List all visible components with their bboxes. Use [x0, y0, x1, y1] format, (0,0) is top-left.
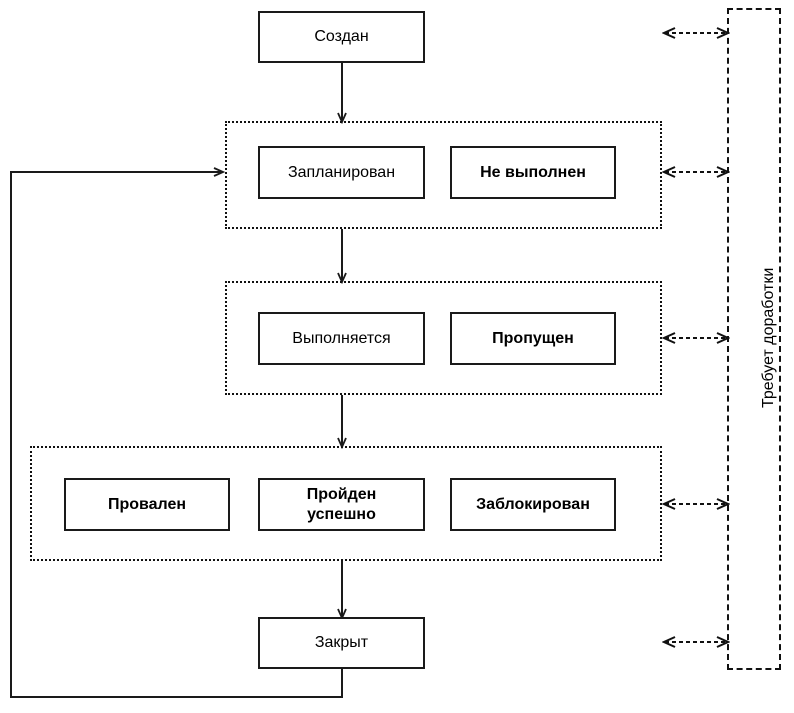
- group-in-progress: [225, 281, 662, 395]
- node-blocked-label: Заблокирован: [476, 495, 590, 513]
- node-passed[interactable]: Пройден успешно: [258, 478, 425, 531]
- node-closed-label: Закрыт: [314, 634, 369, 652]
- group-planned: [225, 121, 662, 229]
- node-blocked[interactable]: Заблокирован: [450, 478, 616, 531]
- node-passed-label-line1: Пройден: [306, 485, 377, 503]
- node-passed-label-line2: успешно: [307, 505, 376, 523]
- node-planned[interactable]: Запланирован: [258, 146, 425, 199]
- node-created[interactable]: Создан: [258, 11, 425, 63]
- rework-panel-label: Требует доработки: [760, 267, 777, 408]
- node-failed-label: Провален: [107, 495, 187, 513]
- node-skipped[interactable]: Пропущен: [450, 312, 616, 365]
- rework-panel: [727, 8, 781, 670]
- node-failed[interactable]: Провален: [64, 478, 230, 531]
- node-in-progress[interactable]: Выполняется: [258, 312, 425, 365]
- node-planned-label: Запланирован: [287, 163, 396, 181]
- node-not-executed-label: Не выполнен: [480, 163, 586, 181]
- node-created-label: Создан: [314, 28, 369, 46]
- node-not-executed[interactable]: Не выполнен: [450, 146, 616, 199]
- node-closed[interactable]: Закрыт: [258, 617, 425, 669]
- group-result: [30, 446, 662, 561]
- node-skipped-label: Пропущен: [492, 329, 574, 347]
- edge-closed-loop-to-planned: [10, 172, 343, 698]
- node-in-progress-label: Выполняется: [292, 329, 391, 347]
